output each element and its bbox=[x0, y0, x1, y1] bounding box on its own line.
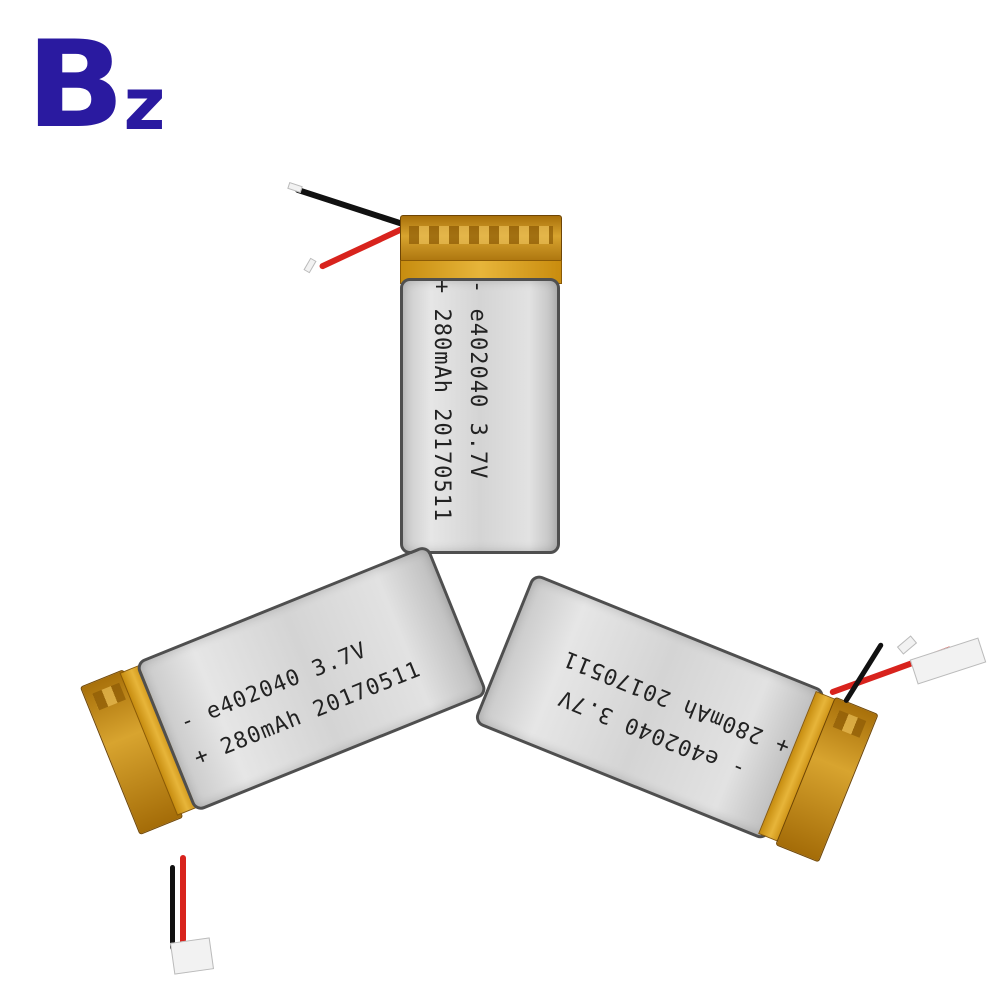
battery-top: - e402040 3.7V + 280mAh 20170511 bbox=[287, 180, 570, 560]
protection-board bbox=[400, 215, 562, 267]
wire-tip bbox=[896, 635, 918, 655]
red-wire bbox=[180, 855, 186, 965]
battery-cell bbox=[400, 278, 560, 554]
black-wire bbox=[294, 186, 411, 229]
battery-label-line2: + 280mAh 20170511 bbox=[429, 280, 454, 523]
logo-letter-z: z bbox=[123, 62, 166, 146]
wire-tip bbox=[303, 257, 317, 274]
black-wire bbox=[170, 865, 175, 950]
wire-tip bbox=[287, 182, 303, 193]
battery-right: - e402040 3.7V + 280mAh 20170511 bbox=[471, 565, 889, 870]
brand-logo: B z bbox=[26, 26, 165, 146]
wire-connector bbox=[909, 637, 987, 685]
battery-left: - e402040 3.7V + 280mAh 20170511 bbox=[76, 535, 494, 840]
battery-label-line1: - e402040 3.7V bbox=[465, 280, 490, 480]
logo-letter-b: B bbox=[26, 16, 125, 155]
wire-connector bbox=[169, 937, 215, 975]
